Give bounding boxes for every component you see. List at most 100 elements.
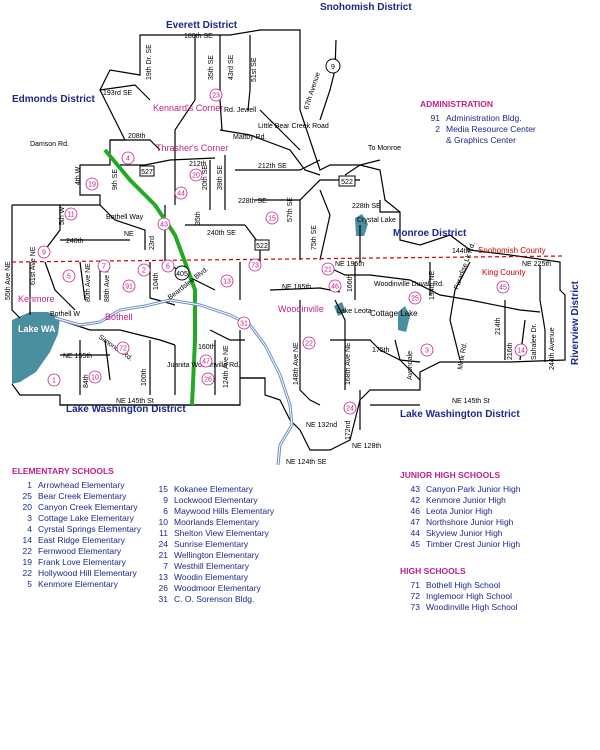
district-boundary <box>11 29 566 451</box>
legend-name: Northshore Junior High <box>426 517 514 527</box>
school-marker-circle <box>209 88 223 102</box>
road-sahalee: Sahalee Dr. <box>531 323 538 360</box>
road-148th: 148th Ave NE <box>293 342 300 385</box>
school-marker-circle <box>265 211 279 225</box>
road-67th: 67th Avenue <box>303 71 322 110</box>
district-everett: Everett District <box>166 20 238 31</box>
school-marker-circle <box>302 336 316 350</box>
road-woodinville-duvall: Woodinville Duvall Rd. <box>374 281 444 288</box>
legend-num: 1 <box>27 480 32 490</box>
road-bothell-way: Bothell Way <box>106 214 144 221</box>
school-marker: 47 <box>199 354 213 368</box>
road-175th: 175th <box>372 347 390 354</box>
road-43rd: 43rd SE <box>228 54 235 80</box>
legend-num: 43 <box>410 484 420 494</box>
school-marker-number: 47 <box>202 359 210 366</box>
crystal-lake-shape <box>355 214 368 236</box>
legend-name: Canyon Park Junior High <box>426 484 521 494</box>
school-marker-circle <box>37 245 51 259</box>
school-marker-number: 21 <box>324 267 332 274</box>
legend-name: Woodin Elementary <box>174 572 249 582</box>
road-damson: Damson Rd. <box>30 141 69 148</box>
legend-name: Cottage Lake Elementary <box>38 513 134 523</box>
hwy-shield-9: 9 <box>325 58 341 74</box>
school-marker-circle <box>321 262 335 276</box>
legend-num: 13 <box>158 572 168 582</box>
school-marker: 45 <box>496 280 510 294</box>
road-75th: 75th SE <box>311 225 318 250</box>
school-markers: 4191195791721014326442023157313314726214… <box>37 88 528 415</box>
legend-num: 11 <box>159 528 168 538</box>
school-marker-number: 13 <box>223 279 231 286</box>
road-9th: 9th SE <box>112 169 119 190</box>
legend-name: Fernwood Elementary <box>38 546 122 556</box>
school-marker: 43 <box>157 217 171 231</box>
hwy-527-label: 527 <box>141 169 153 176</box>
school-marker-number: 6 <box>166 264 170 271</box>
place-kenmore: Kenmore <box>18 294 55 304</box>
legend-num: 44 <box>410 528 420 538</box>
legend-num: 71 <box>410 580 420 590</box>
place-lake-leota: Lake Leota <box>337 308 372 315</box>
legend-name: Arrowhead Elementary <box>38 480 125 490</box>
school-marker: 13 <box>220 274 234 288</box>
hwy-shield-522b: 522 <box>254 239 270 251</box>
road-168th: 168th Ave NE <box>345 342 352 385</box>
legend-name: Shelton View Elementary <box>174 528 269 538</box>
road-39th: 39th SE <box>217 165 224 190</box>
school-marker-number: 43 <box>160 222 168 229</box>
school-marker-circle <box>64 207 78 221</box>
road-ne185th: NE 185th <box>282 284 311 291</box>
school-marker: 1 <box>47 373 61 387</box>
school-marker-number: 22 <box>305 341 313 348</box>
legend-name: C. O. Sorenson Bldg. <box>174 594 255 604</box>
hwy-shield-522a: 522 <box>338 175 356 187</box>
school-marker-circle <box>62 269 76 283</box>
legend-num: 14 <box>22 535 32 545</box>
school-marker-number: 9 <box>42 250 46 257</box>
road-ne: NE <box>124 231 134 238</box>
district-riverview: Riverview District <box>570 280 581 365</box>
legend-name: Maywood Hills Elementary <box>174 506 275 516</box>
legend-row: 13 Woodin Elementary <box>148 572 288 583</box>
legend-name: Wellington Elementary <box>174 550 259 560</box>
school-marker-number: 10 <box>91 375 99 382</box>
road-ne145th-left: NE 145th St <box>116 398 154 405</box>
place-kennards-corner: Kennard's Corner <box>153 103 223 113</box>
school-marker-number: 7 <box>102 264 106 271</box>
road-57th: 57th SE <box>287 197 294 222</box>
place-lake-wa: Lake WA <box>18 324 56 334</box>
school-marker-number: 26 <box>204 377 212 384</box>
legend-num: 10 <box>158 517 168 527</box>
school-marker: 46 <box>328 279 342 293</box>
road-228th-b: 228th SE <box>352 203 381 210</box>
school-marker-number: 14 <box>517 348 525 355</box>
road-88th: 88th Ave NE <box>104 263 111 302</box>
road-180th: 180th SE <box>184 33 213 40</box>
road-194th: 194th NE <box>429 270 436 300</box>
legend-num: 45 <box>410 539 420 549</box>
road-193rd: 193rd SE <box>103 90 133 97</box>
legend-num: 20 <box>22 502 32 512</box>
place-crystal-lake: Crystal Lake <box>357 217 396 224</box>
legend-name: East Ridge Elementary <box>38 535 125 545</box>
legend-name: Bear Creek Elementary <box>38 491 127 501</box>
legend-num: 73 <box>410 602 420 612</box>
legend-name: Moorlands Elementary <box>174 517 260 527</box>
school-marker-circle <box>496 280 510 294</box>
cottage-lake-shape <box>398 306 410 332</box>
road-212th-b: 212th SE <box>258 163 287 170</box>
legend-row: 10 Moorlands Elementary <box>148 517 288 528</box>
legend-high-schools-title: HIGH SCHOOLS <box>400 566 466 576</box>
school-marker: 10 <box>88 370 102 384</box>
road-240th-se: 240th SE <box>207 230 236 237</box>
